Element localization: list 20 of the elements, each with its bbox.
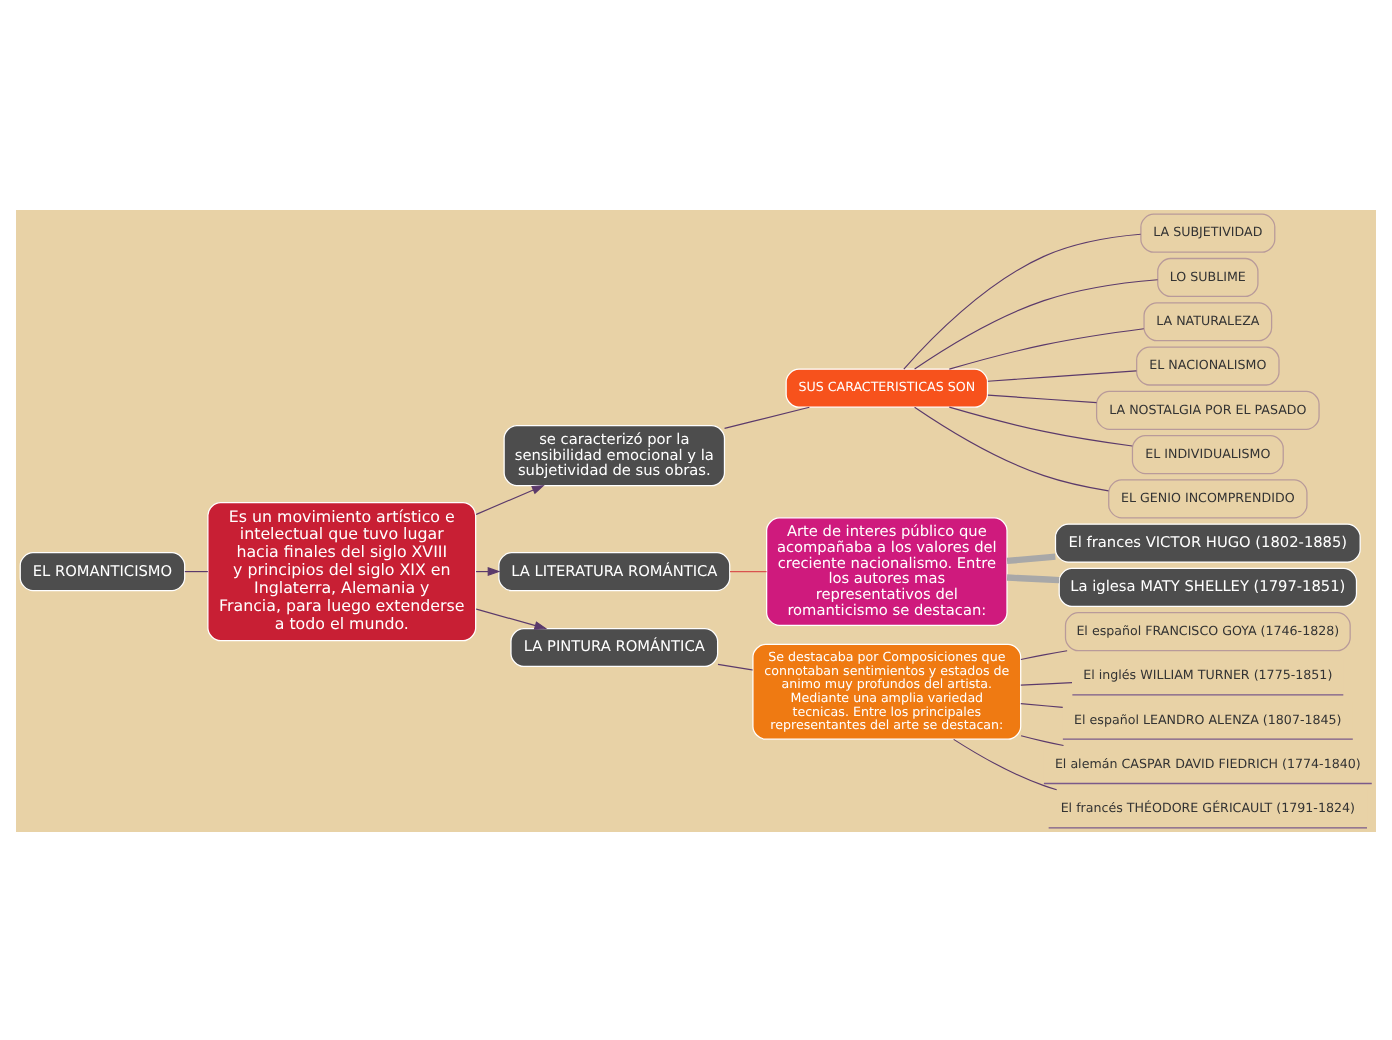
- connector: [1020, 702, 1064, 707]
- connector: [1006, 573, 1060, 583]
- connector: [1020, 734, 1065, 746]
- connector: [948, 327, 1145, 369]
- connector: [1020, 649, 1068, 660]
- connector: [1006, 552, 1056, 564]
- connector: [903, 232, 1142, 369]
- connector: [914, 278, 1159, 369]
- connector: [723, 405, 810, 428]
- arrow: [475, 484, 545, 515]
- connector: [1020, 681, 1073, 685]
- arrow: [475, 607, 548, 629]
- connector: [184, 570, 209, 572]
- connector: [987, 369, 1137, 381]
- connector: [729, 570, 768, 572]
- connector: [987, 393, 1098, 403]
- connector: [717, 662, 754, 670]
- connector: [914, 405, 1110, 491]
- connector: [948, 405, 1133, 446]
- connector: [953, 737, 1058, 790]
